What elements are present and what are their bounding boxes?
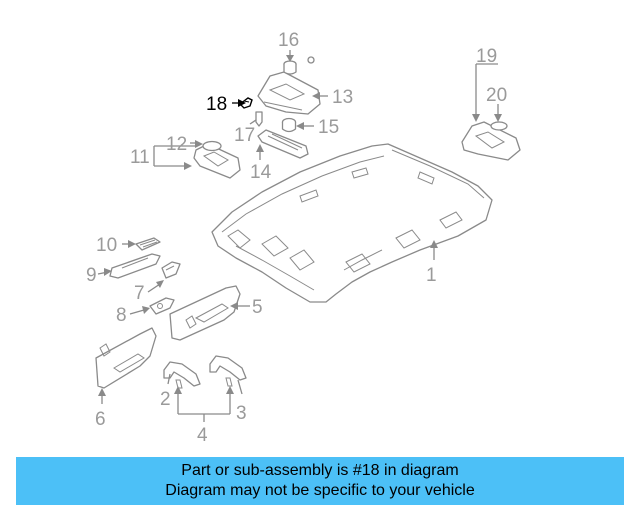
callout-13: 13 <box>332 87 353 108</box>
vanity-cover-part-9[interactable] <box>109 253 161 279</box>
callout-15: 15 <box>318 117 339 138</box>
callout-5: 5 <box>252 297 263 318</box>
sun-visor-left-part-6[interactable] <box>95 327 157 389</box>
parts-diagram: 1 2 3 4 5 6 7 8 9 10 11 12 13 14 15 16 1… <box>86 30 521 446</box>
info-banner: Part or sub-assembly is #18 in diagram D… <box>16 457 624 505</box>
bracket-part-8[interactable] <box>149 297 175 315</box>
callout-14: 14 <box>250 162 272 183</box>
overhead-console-part-13[interactable] <box>257 71 321 115</box>
callout-20: 20 <box>486 85 507 106</box>
sun-visor-right-part-5[interactable] <box>169 285 241 341</box>
headliner-part-1[interactable] <box>211 143 493 303</box>
callout-1: 1 <box>426 265 437 286</box>
clip-part-7[interactable] <box>161 261 181 279</box>
callout-9: 9 <box>86 265 97 286</box>
bulb-part-20[interactable] <box>490 121 508 131</box>
leader-lines <box>97 50 502 422</box>
assist-grip-part-3[interactable] <box>209 355 247 387</box>
callout-17: 17 <box>234 125 255 146</box>
lens-part-14[interactable] <box>257 129 309 159</box>
callout-2: 2 <box>160 389 171 410</box>
lens-part-10[interactable] <box>135 237 161 251</box>
screw-part-17[interactable] <box>255 111 263 127</box>
dome-lamp-part-19[interactable] <box>461 121 521 161</box>
switch-part-15[interactable] <box>281 117 297 133</box>
callout-8: 8 <box>116 305 127 326</box>
callout-7: 7 <box>134 283 145 304</box>
assist-grip-part-2[interactable] <box>163 361 201 389</box>
callout-6: 6 <box>95 409 106 430</box>
callout-16: 16 <box>278 30 299 51</box>
callout-4: 4 <box>197 425 208 446</box>
callout-numbers: 1 2 3 4 5 6 7 8 9 10 11 12 13 14 15 16 1… <box>86 30 507 446</box>
callout-12: 12 <box>166 134 187 155</box>
banner-line-2: Diagram may not be specific to your vehi… <box>165 482 475 499</box>
banner-line-1: Part or sub-assembly is #18 in diagram <box>181 462 459 479</box>
knob-part-16[interactable] <box>283 56 315 75</box>
callout-3: 3 <box>236 403 247 424</box>
callout-10: 10 <box>96 235 117 256</box>
callout-19: 19 <box>476 46 497 67</box>
bulb-part-12[interactable] <box>202 140 222 152</box>
callout-11: 11 <box>130 147 150 168</box>
callout-18: 18 <box>206 94 227 115</box>
